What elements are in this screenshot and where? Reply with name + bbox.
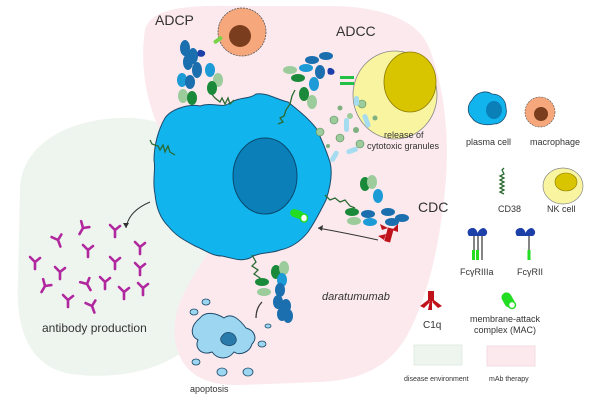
legend-label-plasma-cell: plasma cell <box>466 137 511 147</box>
label-granules-2: cytotoxic granules <box>367 141 440 151</box>
legend-c1q-icon <box>420 291 442 310</box>
legend-mac-icon <box>501 292 517 310</box>
label-daratumumab: daratumumab <box>322 291 390 303</box>
legend-label-mab-therapy: mAb therapy <box>489 376 529 383</box>
legend-label-mac-2: complex (MAC) <box>474 325 536 335</box>
legend-fcgr2-icon <box>515 228 536 260</box>
legend: plasma cell macrophage CD38 NK cell FcγR… <box>404 91 584 383</box>
antibody-adcc <box>283 52 335 109</box>
label-antibody-production: antibody production <box>42 321 147 335</box>
legend-disease-environment-swatch <box>413 344 463 366</box>
legend-fcgr3a-icon <box>467 228 488 260</box>
legend-label-disease-environment: disease environment <box>404 376 469 383</box>
legend-mab-therapy-swatch <box>486 345 536 367</box>
apoptosis-arrow <box>255 301 263 319</box>
legend-label-mac-1: membrane-attack <box>470 314 541 324</box>
legend-label-macrophage: macrophage <box>530 137 580 147</box>
legend-label-cd38: CD38 <box>498 204 521 214</box>
cytotoxic-granules <box>315 96 378 162</box>
plasma-cell-nucleus <box>232 137 298 215</box>
antibody-adcp <box>177 40 223 105</box>
label-adcp: ADCP <box>155 12 194 28</box>
legend-label-c1q: C1q <box>423 320 441 331</box>
label-granules-1: release of <box>384 130 424 140</box>
c1q-molecule <box>378 224 398 243</box>
legend-label-fcgr2: FcγRII <box>517 267 543 277</box>
antibody-daratumumab <box>255 261 293 323</box>
macrophage-cell <box>213 7 267 57</box>
cd38-receptors <box>149 89 356 285</box>
apoptotic-cell <box>189 298 272 377</box>
legend-cd38-icon <box>498 167 506 195</box>
cdc-arrow <box>317 227 379 241</box>
legend-label-fcgr3a: FcγRIIIa <box>460 267 494 277</box>
antibody-cdc <box>345 175 409 226</box>
legend-label-nk-cell: NK cell <box>547 204 576 214</box>
mac-complex <box>290 208 309 223</box>
label-cdc: CDC <box>418 199 448 215</box>
label-apoptosis: apoptosis <box>190 384 229 394</box>
label-adcc: ADCC <box>336 23 376 39</box>
